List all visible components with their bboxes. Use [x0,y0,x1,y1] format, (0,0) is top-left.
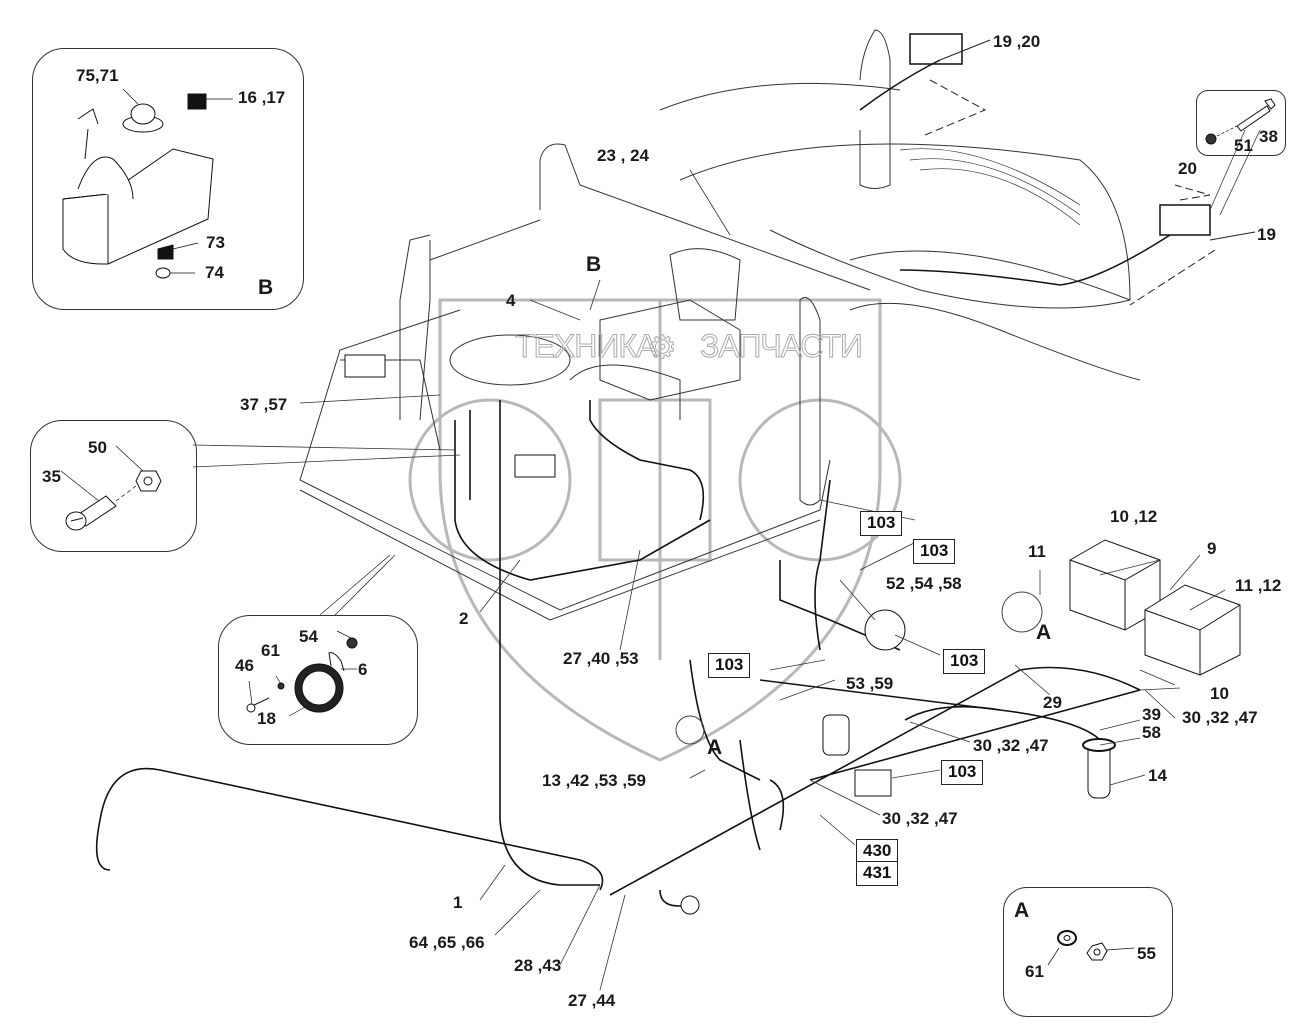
watermark-text-right: ЗАПЧАСТИ [700,328,864,365]
callout-19: 19 [1257,225,1276,244]
callout-53-59: 53 ,59 [846,674,894,693]
callout-61: 61 [261,641,280,660]
callout-10-12: 10 ,12 [1110,507,1158,526]
ref-box-103-c[interactable]: 103 [943,649,986,674]
gear-icon: ⚙ [648,329,678,366]
callout-58: 58 [1142,723,1161,742]
callout-B: B [586,253,602,276]
detail-A-circle-2 [675,715,705,745]
inset-fastener: 38 51 [1196,90,1286,156]
callout-30-32-47-c: 30 ,32 ,47 [882,809,958,828]
callout-20: 20 [1178,159,1197,178]
bolt-icon [1205,98,1276,145]
ref-box-430[interactable]: 430 [856,839,899,864]
operator-seat [569,248,741,420]
callout-11: 11 [1028,542,1046,561]
callout-35: 35 [42,467,61,486]
relay-box [854,769,892,797]
callout-10: 10 [1210,684,1229,703]
callout-6: 6 [358,660,368,679]
bolt-nut-icon [60,445,162,531]
callout-19-20: 19 ,20 [993,32,1041,51]
callout-54: 54 [299,627,318,646]
callout-1: 1 [453,893,463,912]
callout-61-A: 61 [1025,962,1044,981]
inset-horn: 54 61 46 6 18 [218,615,418,745]
callout-30-32-47-a: 30 ,32 ,47 [1182,708,1258,727]
washer-nut-icon [1047,930,1135,966]
callout-50: 50 [88,438,107,457]
ref-box-103-e[interactable]: 103 [941,760,984,785]
callout-18: 18 [257,709,276,728]
callout-27-44: 27 ,44 [568,991,616,1010]
ref-box-103-b[interactable]: 103 [913,539,956,564]
callout-13-42-53-59: 13 ,42 ,53 ,59 [542,771,646,790]
ref-box-103-a[interactable]: 103 [860,511,903,536]
joystick-assembly [62,88,233,279]
horn-icon [246,630,358,717]
callout-52-54-58: 52 ,54 ,58 [886,574,962,593]
callout-14: 14 [1148,766,1167,785]
cab-frame [299,143,871,621]
steering-wheel [449,334,571,386]
callout-37-57: 37 ,57 [240,395,288,414]
callout-11-12: 11 ,12 [1235,576,1282,595]
ref-box-103-d[interactable]: 103 [708,653,751,678]
battery-2 [1144,584,1241,676]
inset-A: A 61 55 [1003,887,1173,1017]
callout-30-32-47-b: 30 ,32 ,47 [973,736,1049,755]
watermark-shield [408,298,902,762]
filter-canister [822,714,850,756]
detail-A-circle-1 [1001,591,1043,633]
callout-51: 51 [1234,136,1253,155]
callout-28-43: 28 ,43 [514,956,562,975]
callout-39: 39 [1142,705,1161,724]
rear-lamp-right [899,184,1256,306]
callout-A-2: A [707,736,723,759]
pedal-right [514,454,556,478]
inset-B-title: B [258,276,274,299]
callout-38: 38 [1259,127,1278,146]
inset-bolt-nut: 50 35 [30,420,197,552]
rear-lamp-top [859,33,991,136]
callout-4: 4 [506,291,516,310]
ref-box-431[interactable]: 431 [856,861,899,886]
callout-27-40-53: 27 ,40 ,53 [563,649,639,668]
light-bulb [680,895,700,915]
callout-64-65-66: 64 ,65 ,66 [409,933,485,952]
hood [659,29,1141,381]
callout-73: 73 [206,233,225,252]
callout-46: 46 [235,656,254,675]
pedal-left [344,354,386,378]
callout-9: 9 [1207,539,1217,558]
leader-lines [192,129,1261,991]
inset-B: 75,71 16 ,17 73 74 B [32,48,304,310]
inset-A-title: A [1014,899,1030,922]
callout-2: 2 [459,609,469,628]
watermark-text-left: ТЕХНИКА [514,328,657,365]
callout-29: 29 [1043,693,1062,712]
callout-75-71: 75,71 [76,66,119,85]
callout-16-17: 16 ,17 [238,88,286,107]
callout-74: 74 [205,263,224,282]
callout-23-24: 23 , 24 [597,146,649,165]
callout-A-1: A [1036,621,1052,644]
callout-55: 55 [1137,944,1156,963]
